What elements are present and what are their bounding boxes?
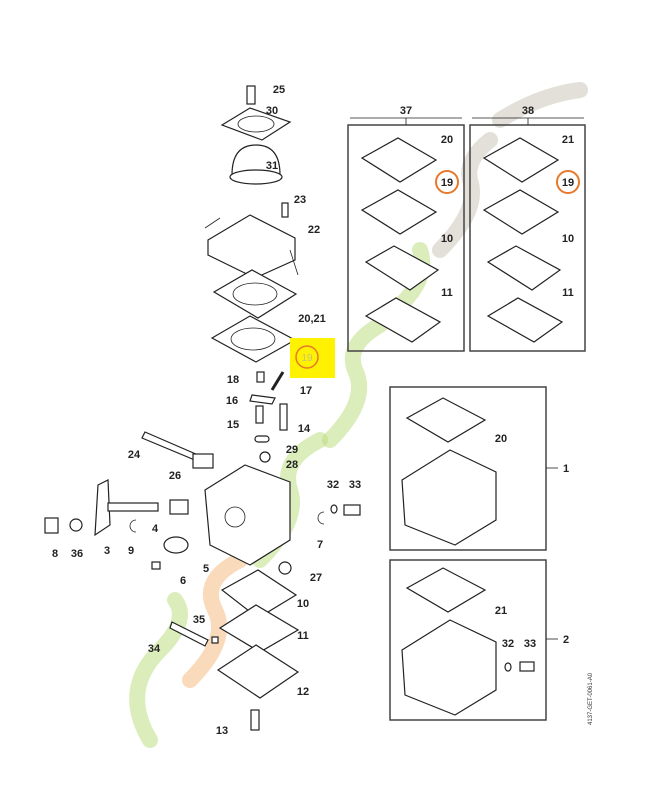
highlight-ring [556, 170, 580, 194]
callout-35[interactable]: 35 [193, 614, 205, 626]
cover-12 [216, 644, 300, 699]
kit-37-label[interactable]: 37 [400, 105, 412, 117]
callout-32[interactable]: 32 [327, 479, 339, 491]
bushing-8 [44, 517, 59, 534]
kit-37-item-20[interactable]: 20 [441, 134, 453, 146]
callout-6[interactable]: 6 [180, 575, 186, 587]
callout-22[interactable]: 22 [308, 224, 320, 236]
assembly-1-item-20[interactable]: 20 [495, 433, 507, 445]
assembly-2-item-33[interactable]: 33 [524, 638, 536, 650]
spring-26 [192, 453, 214, 469]
callout-33[interactable]: 33 [349, 479, 361, 491]
washer-36 [69, 518, 83, 532]
screw-33 [343, 504, 361, 516]
spring-4 [169, 499, 189, 515]
throttle-shaft-3 [94, 479, 111, 537]
callout-36[interactable]: 36 [71, 548, 83, 560]
assembly-2-item-21[interactable]: 21 [495, 605, 507, 617]
kit-38-item-21[interactable]: 21 [562, 134, 574, 146]
assembly-2 [389, 559, 558, 721]
highlighted-callout-19[interactable]: 19 [290, 338, 335, 378]
callout-25[interactable]: 25 [273, 84, 285, 96]
callout-15[interactable]: 15 [227, 419, 239, 431]
callout-5[interactable]: 5 [203, 563, 209, 575]
callout-9[interactable]: 9 [128, 545, 134, 557]
plug-28 [259, 451, 271, 463]
shaft [107, 502, 159, 512]
callout-3[interactable]: 3 [104, 545, 110, 557]
callout-12[interactable]: 12 [297, 686, 309, 698]
diaphragm-20-21 [212, 269, 298, 319]
spring-15 [255, 405, 264, 424]
screw-25 [246, 85, 256, 105]
callout-10[interactable]: 10 [297, 598, 309, 610]
callout-11[interactable]: 11 [297, 630, 309, 642]
callout-16[interactable]: 16 [226, 395, 238, 407]
plate-5 [163, 536, 189, 554]
drawing-code: 4137-GET-0061-A0 [588, 672, 594, 725]
lever-16 [249, 394, 276, 405]
clip-9 [129, 519, 137, 533]
assembly-2-item-32[interactable]: 32 [502, 638, 514, 650]
callout-27[interactable]: 27 [310, 572, 322, 584]
callout-20-21[interactable]: 20,21 [298, 313, 326, 325]
kit-37-item-19[interactable]: 19 [441, 177, 453, 189]
assembly-1 [389, 386, 558, 551]
pump-body-22 [207, 214, 296, 279]
gasket-19 [210, 315, 297, 363]
callout-34[interactable]: 34 [148, 643, 161, 655]
ring-32 [330, 504, 338, 514]
pin-29 [254, 435, 270, 443]
kit-38-item-11[interactable]: 11 [562, 287, 574, 299]
kit-37 [347, 117, 465, 352]
assembly-1-label[interactable]: 1 [563, 463, 569, 475]
highlight-ring [435, 170, 459, 194]
screw-18 [256, 371, 265, 383]
callout-30[interactable]: 30 [266, 105, 278, 117]
plug-35 [211, 636, 219, 644]
kit-38 [469, 117, 586, 352]
needle-14 [279, 403, 288, 431]
callout-26[interactable]: 26 [169, 470, 181, 482]
screen-27 [278, 561, 292, 575]
callout-8[interactable]: 8 [52, 548, 58, 560]
screw-23 [281, 202, 289, 218]
callout-23[interactable]: 23 [294, 194, 306, 206]
kit-38-item-19[interactable]: 19 [562, 177, 574, 189]
carburetor-body [204, 464, 291, 566]
callout-28[interactable]: 28 [286, 459, 298, 471]
clip-7 [317, 511, 325, 525]
gasket-10 [220, 569, 298, 619]
callout-14[interactable]: 14 [298, 423, 311, 435]
diaphragm-11 [218, 604, 300, 653]
screw-13 [250, 709, 260, 731]
kit-38-label[interactable]: 38 [522, 105, 534, 117]
callout-17[interactable]: 17 [300, 385, 312, 397]
callout-24[interactable]: 24 [128, 449, 141, 461]
callout-7[interactable]: 7 [317, 539, 323, 551]
svg-text:19: 19 [301, 353, 313, 364]
kit-37-item-10[interactable]: 10 [441, 233, 453, 245]
callout-4[interactable]: 4 [152, 523, 159, 535]
callout-13[interactable]: 13 [216, 725, 228, 737]
callout-18[interactable]: 18 [227, 374, 239, 386]
callout-31[interactable]: 31 [266, 160, 278, 172]
callout-29[interactable]: 29 [286, 444, 298, 456]
cover-30 [220, 107, 292, 141]
screw-6 [151, 561, 161, 570]
assembly-2-label[interactable]: 2 [563, 634, 569, 646]
kit-38-item-10[interactable]: 10 [562, 233, 574, 245]
kit-37-item-11[interactable]: 11 [441, 287, 453, 299]
exploded-carburetor-parts [44, 85, 361, 731]
screw-34 [169, 621, 209, 647]
primer-bulb-31 [231, 144, 281, 176]
